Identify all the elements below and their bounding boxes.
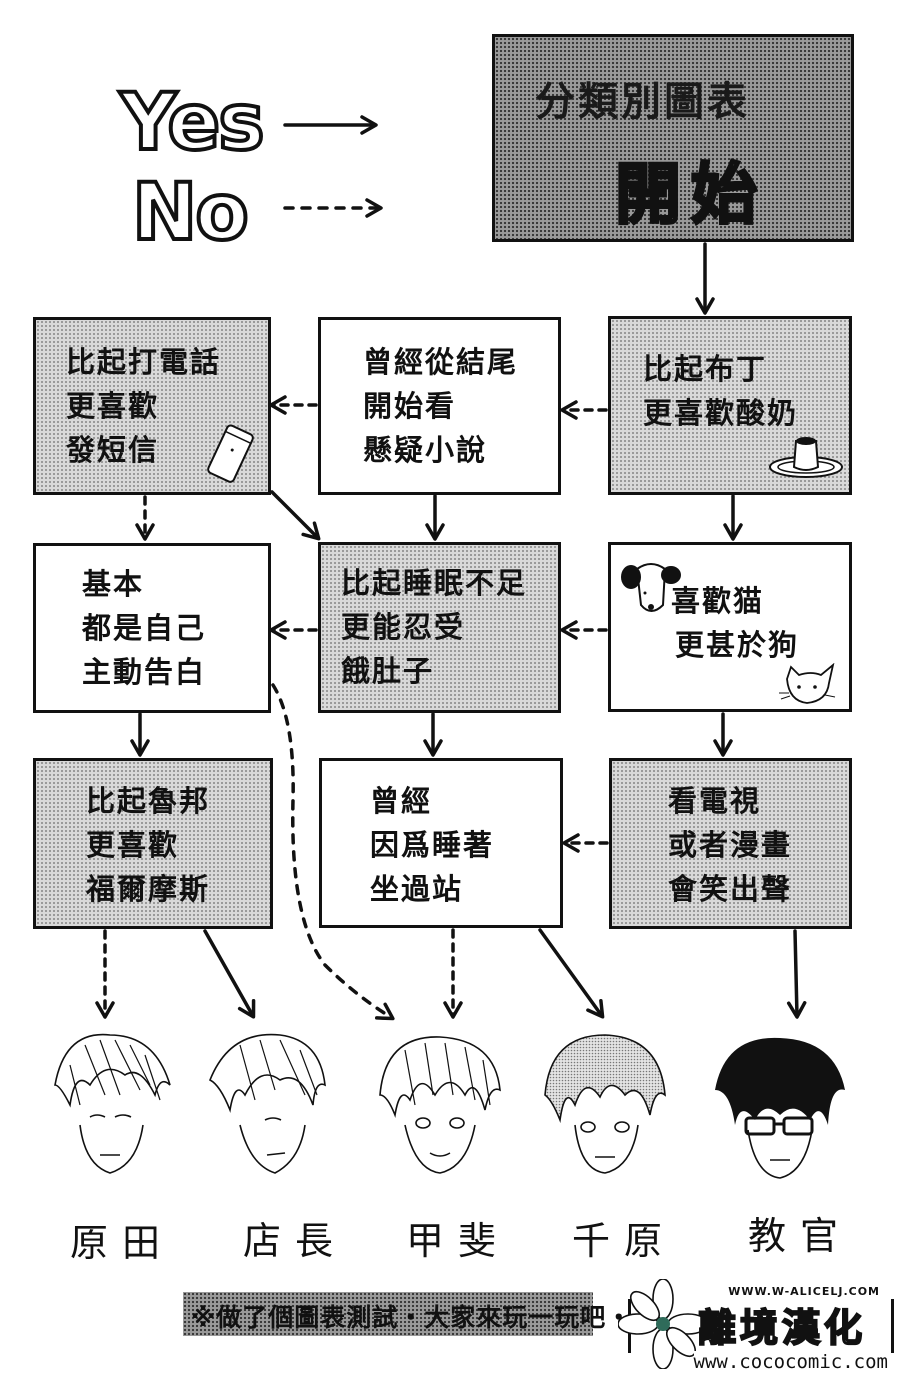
question-line: 更喜歡	[66, 389, 160, 423]
arrow-yes	[538, 928, 605, 1019]
question-box-q3: 比起打電話 更喜歡 發短信	[33, 317, 271, 495]
question-line: 或者漫畫	[668, 828, 793, 862]
dog-icon	[621, 563, 681, 612]
question-line: 懸疑小說	[363, 433, 488, 467]
result-name: 店長	[243, 1219, 348, 1263]
question-box-q4: 喜歡猫 更甚於狗	[608, 542, 852, 712]
scanlation-credit: WWW.W-ALICELJ.COM 離境漢化 www.cococomic.com	[618, 1279, 894, 1373]
credit-url-bottom: www.cococomic.com	[693, 1351, 888, 1373]
credit-group-name: 離境漢化	[697, 1305, 867, 1351]
question-line: 因爲睡著	[370, 828, 495, 862]
character-portrait-harada	[54, 1033, 171, 1174]
question-line: 更甚於狗	[675, 628, 800, 662]
character-portrait-kai	[379, 1036, 501, 1174]
question-line: 開始看	[363, 389, 457, 423]
question-box-q9: 比起魯邦 更喜歡 福爾摩斯	[33, 758, 273, 929]
start-box-title: 開始	[614, 155, 767, 235]
question-box-q7: 看電視 或者漫畫 會笑出聲	[609, 758, 852, 929]
arrow-yes	[203, 929, 256, 1019]
character-portrait-kyoukan	[715, 1037, 845, 1179]
start-box-subtitle: 分類別圖表	[535, 79, 750, 125]
question-line: 比起布丁	[643, 352, 768, 386]
legend-yes-label: Yes	[118, 76, 267, 170]
question-line: 坐過站	[370, 872, 464, 906]
question-line: 主動告白	[82, 655, 207, 689]
question-line: 比起睡眠不足	[341, 566, 528, 600]
phone-icon	[207, 424, 254, 483]
question-line: 看電視	[668, 784, 762, 818]
question-line: 比起打電話	[66, 345, 222, 379]
question-box-q2: 曾經從結尾 開始看 懸疑小說	[318, 317, 561, 495]
arrow-yes	[786, 929, 807, 1019]
character-portrait-chihara	[544, 1034, 666, 1174]
result-name: 原田	[70, 1221, 175, 1265]
question-box-q5: 比起睡眠不足 更能忍受 餓肚子	[318, 542, 561, 713]
flower-icon	[618, 1279, 708, 1369]
cat-icon	[779, 663, 836, 704]
pudding-icon	[769, 437, 843, 478]
start-box: 分類別圖表 開始	[492, 34, 854, 242]
question-line: 基本	[82, 567, 145, 601]
character-portrait-tenchou	[208, 1033, 326, 1174]
question-line: 發短信	[66, 433, 160, 467]
question-line: 喜歡猫	[671, 584, 765, 618]
question-box-q6: 基本 都是自己 主動告白	[33, 543, 271, 713]
question-line: 曾經從結尾	[363, 345, 519, 379]
footer-banner: ※做了個圖表測試・大家來玩一玩吧・	[183, 1292, 631, 1336]
result-name: 甲斐	[406, 1219, 511, 1263]
question-line: 曾經	[370, 784, 433, 818]
footer-text: ※做了個圖表測試・大家來玩一玩吧・	[191, 1303, 633, 1332]
result-name: 千原	[572, 1219, 677, 1263]
question-line: 更喜歡	[86, 828, 180, 862]
question-line: 更能忍受	[341, 610, 466, 644]
credit-url-top: WWW.W-ALICELJ.COM	[728, 1285, 880, 1298]
question-box-q1: 比起布丁 更喜歡酸奶	[608, 316, 852, 495]
question-line: 比起魯邦	[86, 784, 211, 818]
legend-no-label: No	[130, 166, 251, 260]
arrow-yes	[270, 490, 321, 541]
question-line: 都是自己	[82, 611, 207, 645]
question-line: 會笑出聲	[668, 872, 793, 906]
question-line: 更喜歡酸奶	[643, 396, 799, 430]
result-name: 教官	[748, 1214, 853, 1258]
question-line: 餓肚子	[341, 654, 435, 688]
question-line: 福爾摩斯	[86, 872, 211, 906]
question-box-q8: 曾經 因爲睡著 坐過站	[319, 758, 563, 928]
